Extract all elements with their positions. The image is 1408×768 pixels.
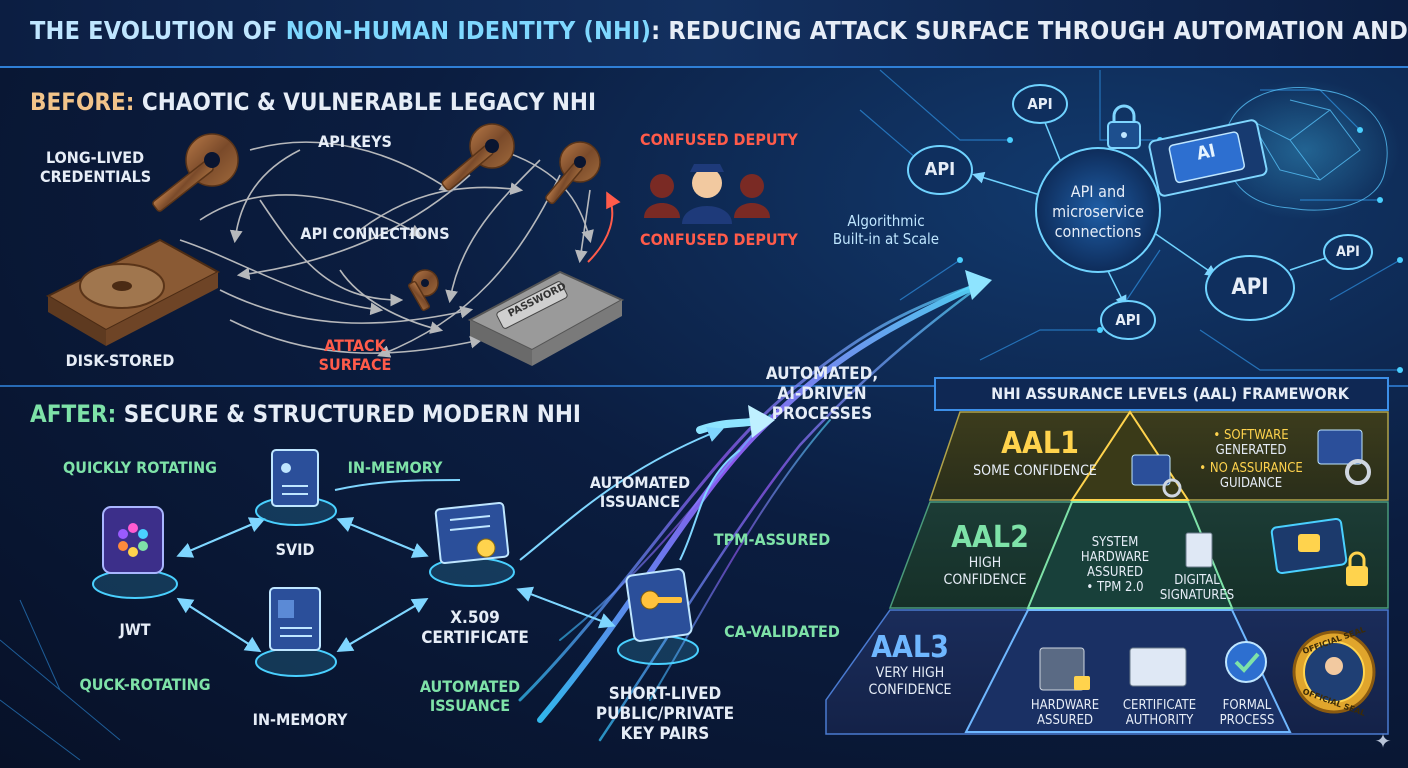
aal-framework-title: NHI ASSURANCE LEVELS (AAL) FRAMEWORK (991, 384, 1349, 403)
aal3-fp-line1: FORMAL (1222, 698, 1272, 713)
key-pairs-line2: PUBLIC/PRIVATE (595, 704, 735, 724)
aal2-sys-line4: • TPM 2.0 (1086, 580, 1144, 595)
aal1-bullet2-line2: GUIDANCE (1219, 476, 1283, 491)
aal1-bullet1-line1: • SOFTWARE (1213, 428, 1289, 443)
key-pairs-line1: SHORT-LIVED (608, 684, 722, 704)
algorithmic-line1: Algorithmic (847, 212, 925, 230)
aal3-hardware-assured: HARDWARE ASSURED (1025, 698, 1105, 728)
title-highlight: NON-HUMAN IDENTITY (NHI) (285, 16, 652, 45)
jwt-label: JWT (119, 620, 151, 639)
api-node-top: API (1027, 95, 1053, 113)
automated-ai-line2: AI-DRIVEN (777, 384, 867, 404)
aal1-subtitle: SOME CONFIDENCE (973, 463, 1097, 479)
confused-deputy-label-top: CONFUSED DEPUTY (640, 130, 798, 149)
long-lived-line2: CREDENTIALS (40, 167, 152, 186)
aal2-digital-signatures: DIGITAL SIGNATURES (1152, 573, 1242, 603)
key-pairs-line3: KEY PAIRS (620, 724, 710, 744)
algorithmic-line2: Built-in at Scale (832, 230, 940, 248)
aal3-subtitle-line2: CONFIDENCE (868, 682, 952, 698)
aal3-subtitle-line1: VERY HIGH (875, 665, 945, 681)
automated-ai-label: AUTOMATED, AI-DRIVEN PROCESSES (752, 364, 892, 424)
aal2-heading: AAL2 (951, 520, 1029, 555)
aal3-subtitle: VERY HIGH CONFIDENCE (860, 665, 960, 699)
automated-issuance-bottom-line1: AUTOMATED (419, 677, 521, 696)
aal3-certificate-authority: CERTIFICATE AUTHORITY (1112, 698, 1207, 728)
quck-rotating-label: QUCK-ROTATING (79, 675, 211, 694)
automated-issuance-bottom-label: AUTOMATED ISSUANCE (405, 677, 535, 715)
automated-issuance-top-label: AUTOMATED ISSUANCE (575, 473, 705, 511)
aal1-bullet1-line2: GENERATED (1215, 443, 1287, 458)
attack-line1: ATTACK (324, 336, 386, 355)
in-memory-label-bottom: IN-MEMORY (252, 710, 348, 729)
aal3-fp-line2: PROCESS (1219, 713, 1275, 728)
automated-issuance-top-line1: AUTOMATED (589, 473, 691, 492)
tpm-assured-label: TPM-ASSURED (713, 530, 831, 549)
ca-validated-label: CA-VALIDATED (724, 622, 840, 641)
api-node-bottom: API (1115, 311, 1141, 329)
after-heading: AFTER: SECURE & STRUCTURED MODERN NHI (30, 400, 581, 428)
confused-deputy-label-bottom: CONFUSED DEPUTY (640, 230, 798, 249)
automated-issuance-bottom-line2: ISSUANCE (429, 696, 511, 715)
disk-stored-label: DISK-STORED (65, 351, 175, 370)
title-prefix: THE EVOLUTION OF (30, 16, 286, 45)
aal1-bullet-software: • SOFTWARE GENERATED (1196, 428, 1306, 458)
aal2-dig-line2: SIGNATURES (1159, 588, 1235, 603)
api-connections-label: API CONNECTIONS (300, 224, 450, 243)
aal3-hw-line2: ASSURED (1037, 713, 1093, 728)
title-bar: THE EVOLUTION OF NON-HUMAN IDENTITY (NHI… (0, 0, 1408, 68)
long-lived-credentials-label: LONG-LIVED CREDENTIALS (40, 148, 152, 186)
sparkle-icon: ✦ (1374, 729, 1392, 753)
aal2-subtitle-line2: CONFIDENCE (943, 572, 1027, 588)
automated-ai-line1: AUTOMATED, (765, 364, 879, 384)
aal2-system-hardware: SYSTEM HARDWARE ASSURED • TPM 2.0 (1075, 535, 1155, 595)
aal1-bullet-guidance: • NO ASSURANCE GUIDANCE (1196, 461, 1306, 491)
x509-line1: X.509 (450, 608, 500, 628)
aal2-subtitle: HIGH CONFIDENCE (930, 555, 1040, 589)
before-heading: BEFORE: CHAOTIC & VULNERABLE LEGACY NHI (30, 88, 596, 116)
aal3-ca-line1: CERTIFICATE (1122, 698, 1197, 713)
aal2-sys-line2: HARDWARE (1080, 550, 1150, 565)
x509-line2: CERTIFICATE (421, 628, 529, 648)
after-heading-prefix: AFTER: (30, 400, 117, 428)
before-heading-text: CHAOTIC & VULNERABLE LEGACY NHI (141, 88, 597, 116)
automated-issuance-top-line2: ISSUANCE (599, 492, 681, 511)
aal3-heading: AAL3 (871, 630, 949, 665)
quickly-rotating-label: QUICKLY ROTATING (63, 458, 217, 477)
algorithmic-label: Algorithmic Built-in at Scale (826, 212, 946, 248)
api-hub-label: API and microservice connections (1040, 182, 1156, 242)
page-title: THE EVOLUTION OF NON-HUMAN IDENTITY (NHI… (30, 16, 1408, 45)
api-node-left: API (924, 159, 956, 180)
aal2-subtitle-line1: HIGH (968, 555, 1002, 571)
aal1-heading: AAL1 (1001, 426, 1079, 461)
attack-surface-label: ATTACK SURFACE (310, 336, 400, 374)
api-hub-line1: API and (1070, 182, 1126, 201)
api-keys-label: API KEYS (318, 132, 392, 151)
aal2-sys-line3: ASSURED (1087, 565, 1143, 580)
aal2-sys-line1: SYSTEM (1091, 535, 1139, 550)
aal3-hw-line1: HARDWARE (1030, 698, 1100, 713)
title-suffix: : REDUCING ATTACK SURFACE THROUGH AUTOMA… (651, 16, 1408, 45)
aal1-bullet2-line1: • NO ASSURANCE (1199, 461, 1303, 476)
api-node-large: API (1231, 275, 1269, 300)
long-lived-line1: LONG-LIVED (45, 148, 145, 167)
after-heading-text: SECURE & STRUCTURED MODERN NHI (123, 400, 581, 428)
api-hub-line3: connections (1054, 222, 1142, 241)
api-hub-line2: microservice (1052, 202, 1144, 221)
api-node-right: API (1336, 244, 1360, 260)
before-heading-prefix: BEFORE: (30, 88, 135, 116)
in-memory-label-top: IN-MEMORY (347, 458, 443, 477)
aal2-dig-line1: DIGITAL (1174, 573, 1220, 588)
key-pairs-label: SHORT-LIVED PUBLIC/PRIVATE KEY PAIRS (590, 684, 740, 744)
svid-label: SVID (275, 540, 315, 559)
x509-label: X.509 CERTIFICATE (410, 608, 540, 648)
aal3-formal-process: FORMAL PROCESS (1212, 698, 1282, 728)
aal3-ca-line2: AUTHORITY (1125, 713, 1194, 728)
attack-line2: SURFACE (318, 355, 392, 374)
automated-ai-line3: PROCESSES (771, 404, 873, 424)
